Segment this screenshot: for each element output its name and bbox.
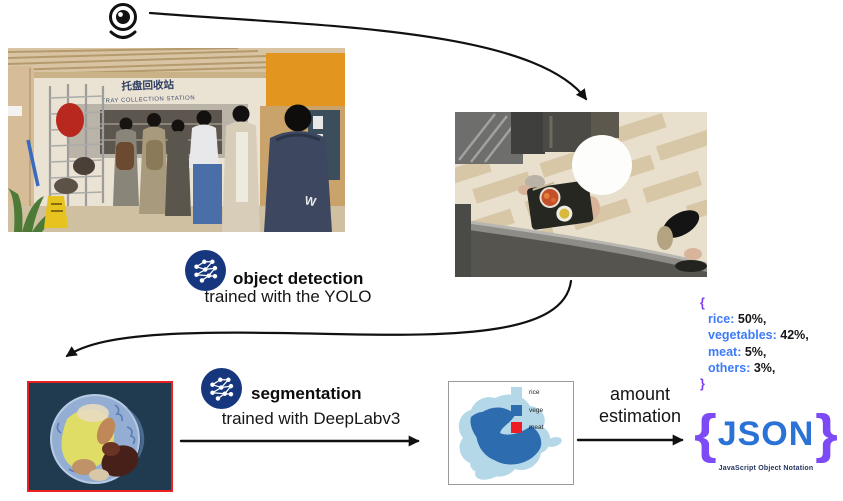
- legend-item-vege: vege: [511, 404, 544, 416]
- legend-item-rice: rice: [511, 387, 539, 398]
- segmentation-blob: [458, 394, 562, 480]
- legend-label-vege: vege: [529, 406, 544, 414]
- amount-line2: estimation: [598, 406, 682, 426]
- json-logo-left-brace: {: [693, 404, 717, 464]
- detection-subtitle: trained with the YOLO: [204, 287, 372, 306]
- queue-people: W: [113, 104, 332, 232]
- sign-english: TRAY COLLECTION STATION: [101, 95, 195, 104]
- webcam-icon: [101, 1, 145, 43]
- legend-swatch-rice: [511, 387, 522, 398]
- json-close-brace: }: [700, 377, 705, 392]
- json-output-snippet: { rice: 50%, vegetables: 42%, meat: 5%, …: [700, 295, 809, 392]
- json-logo-name: JSON: [717, 415, 815, 453]
- json-logo-subtitle: JavaScript Object Notation: [718, 465, 814, 472]
- json-entry-vegetables: vegetables: 42%,: [708, 328, 809, 343]
- amount-estimation-label: amount estimation: [581, 383, 699, 427]
- neural-network-icon-detection: [185, 250, 226, 291]
- tray-station-photo: 托盘回收站 TRAY COLLECTION STATION: [8, 48, 345, 232]
- legend-label-meat: meat: [529, 424, 544, 431]
- detected-plate-image: [27, 381, 173, 492]
- segmentation-map: rice vege meat: [448, 381, 574, 485]
- json-open-brace: {: [700, 296, 705, 310]
- sign-chinese: 托盘回收站: [121, 78, 174, 93]
- detection-title: object detection: [233, 269, 364, 288]
- json-logo-right-brace: }: [815, 404, 839, 464]
- json-logo-row: { JSON }: [692, 404, 840, 464]
- segmentation-subtitle: trained with DeepLabv3: [221, 409, 401, 428]
- legend-item-meat: meat: [511, 422, 543, 433]
- segmentation-title: segmentation: [251, 384, 362, 403]
- legend-swatch-meat: [511, 422, 522, 433]
- legend-label-rice: rice: [529, 389, 540, 396]
- overhead-camera-photo: [455, 112, 707, 277]
- legend-swatch-vege: [511, 404, 522, 416]
- json-entry-rice: rice: 50%,: [708, 312, 767, 327]
- json-entry-meat: meat: 5%,: [708, 344, 767, 359]
- neural-network-icon-segmentation: [201, 368, 242, 409]
- amount-line1: amount: [609, 384, 671, 404]
- json-entry-others: others: 3%,: [708, 360, 776, 375]
- json-logo: { JSON } JavaScript Object Notation: [692, 404, 840, 472]
- hoodie-letter: W: [303, 193, 318, 209]
